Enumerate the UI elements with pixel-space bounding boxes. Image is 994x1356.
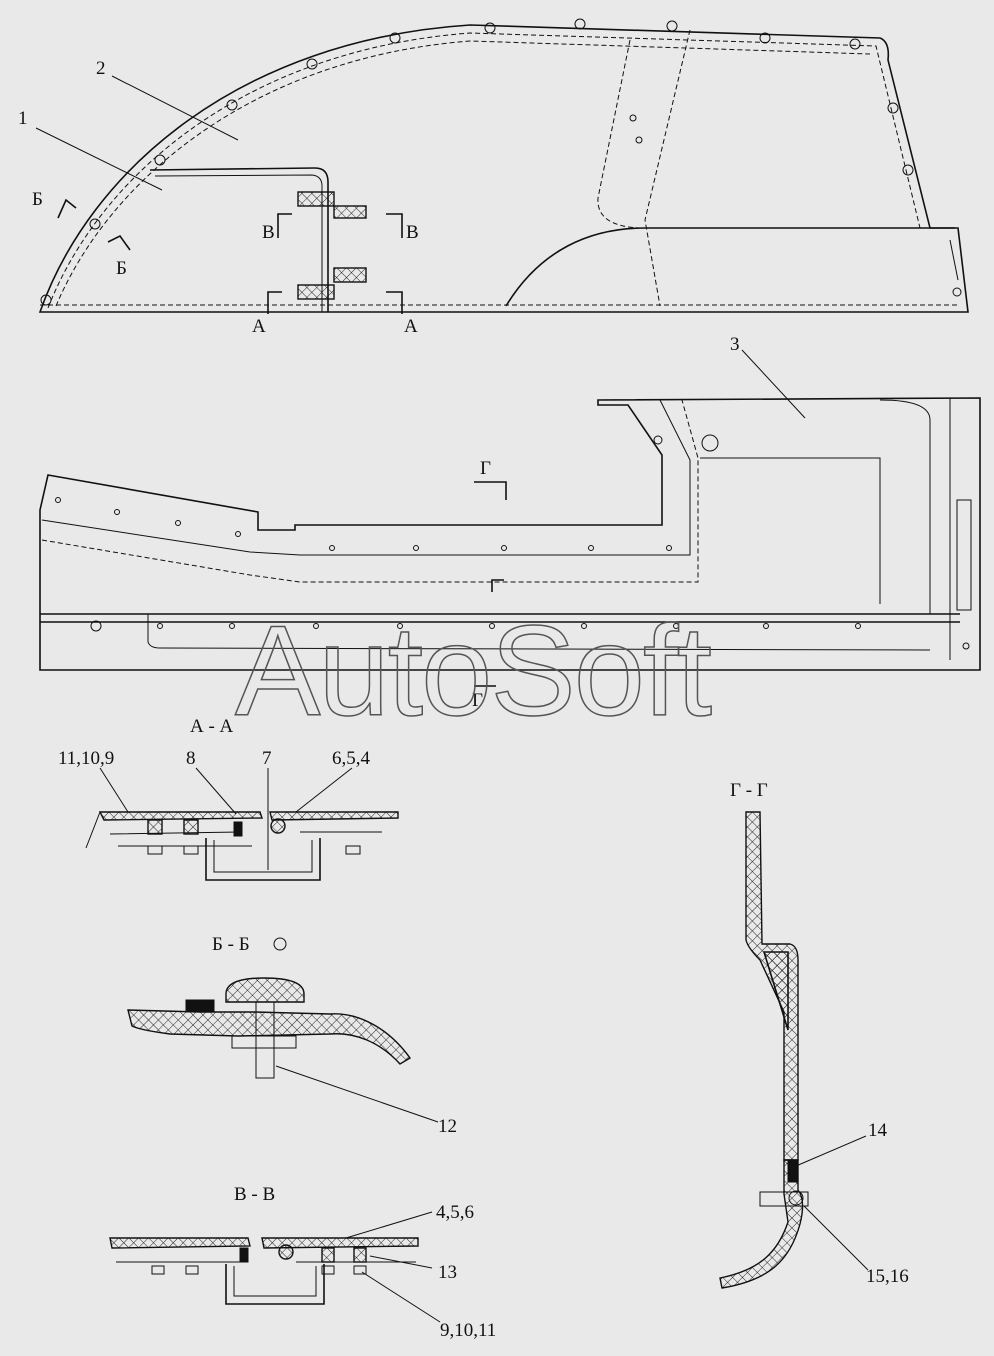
bolt-row <box>40 18 914 306</box>
part-label-3: 3 <box>730 334 740 355</box>
section-vv-callout-2: 13 <box>438 1262 457 1283</box>
section-aa-callout-3: 7 <box>262 748 272 769</box>
section-bb-title: Б - Б <box>212 934 250 955</box>
part-label-1: 1 <box>18 108 28 129</box>
hole-row <box>55 497 970 650</box>
hinge-blocks <box>297 191 367 300</box>
section-vv: В - В 4,5,6 13 9,10,11 <box>109 1184 496 1341</box>
section-gg-title: Г - Г <box>730 780 768 801</box>
section-aa-callout-1: 11,10,9 <box>58 748 114 769</box>
section-mark-v2: В <box>406 222 419 243</box>
section-bb: Б - Б 12 <box>127 934 457 1137</box>
section-gg-callout-14: 14 <box>868 1120 888 1141</box>
section-aa-callout-4: 6,5,4 <box>332 748 371 769</box>
section-marks-top <box>57 198 403 314</box>
top-view: 1 2 Б Б В В А А <box>18 18 969 337</box>
side-view: 3 Г Г <box>39 334 981 711</box>
section-mark-g2: Г <box>472 690 483 711</box>
section-vv-callout-1: 4,5,6 <box>436 1202 474 1223</box>
section-mark-a1: А <box>252 316 266 337</box>
rotation-symbol-icon <box>273 937 287 951</box>
section-vv-title: В - В <box>234 1184 275 1205</box>
section-mark-a2: А <box>404 316 418 337</box>
part-label-2: 2 <box>96 58 106 79</box>
section-aa-callout-2: 8 <box>186 748 196 769</box>
section-mark-b2: Б <box>116 258 127 279</box>
section-mark-g1: Г <box>480 458 491 479</box>
section-mark-v1: В <box>262 222 275 243</box>
section-vv-callout-3: 9,10,11 <box>440 1320 496 1341</box>
section-aa-title: А - А <box>190 716 234 737</box>
section-gg: Г - Г 14 15,16 <box>719 780 909 1289</box>
section-bb-callout-12: 12 <box>438 1116 457 1137</box>
section-gg-callout-15-16: 15,16 <box>866 1266 909 1287</box>
watermark: AutoSoft <box>235 600 711 743</box>
section-mark-b1: Б <box>32 189 43 210</box>
section-aa: А - А 11,10,9 8 7 6,5,4 <box>58 716 399 881</box>
